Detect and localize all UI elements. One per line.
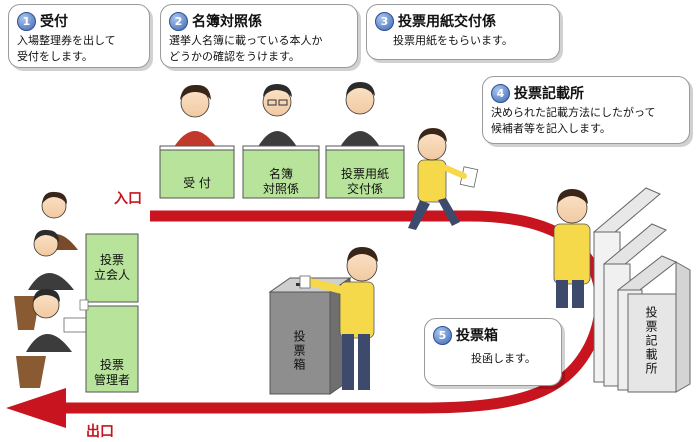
step-4-bubble: 4 投票記載所 決められた記載方法にしたがって 候補者等を記入します。 bbox=[482, 76, 690, 144]
reception-desk bbox=[159, 145, 235, 199]
flow-arrowhead-icon bbox=[6, 388, 66, 428]
voting-booths bbox=[593, 187, 691, 393]
receptionist-staff bbox=[172, 84, 218, 150]
step-description: 投票用紙をもらいます。 bbox=[393, 34, 513, 47]
roll-checker-staff bbox=[255, 84, 300, 152]
writing-voter bbox=[553, 189, 591, 308]
witness-desk bbox=[85, 233, 139, 303]
step-2-bubble: 2 名簿対照係 選挙人名簿に載っている本人か どうかの確認をうけます。 bbox=[160, 4, 358, 68]
step-description: 決められた記載方法にしたがって 候補者等を記入します。 bbox=[491, 106, 656, 135]
witness-desk-label: 投票 立会人 bbox=[93, 253, 130, 282]
step-5-bubble: 5 投票箱 投函します。 bbox=[424, 318, 562, 386]
step-description: 選挙人名簿に載っている本人か どうかの確認をうけます。 bbox=[169, 34, 323, 63]
step-number-icon: 4 bbox=[491, 83, 510, 103]
ballot-box bbox=[268, 277, 352, 395]
ballot-issuer-staff bbox=[337, 82, 383, 152]
step-title: 名簿対照係 bbox=[192, 14, 262, 30]
walking-voter bbox=[408, 128, 479, 230]
step-description: 入場整理券を出して 受付をします。 bbox=[17, 34, 116, 63]
roll-check-desk bbox=[242, 145, 320, 199]
step-description: 投函します。 bbox=[471, 352, 536, 365]
witness-staff bbox=[14, 191, 78, 330]
step-number-icon: 1 bbox=[17, 11, 36, 31]
roll-check-desk-label: 名簿 対照係 bbox=[262, 167, 299, 196]
step-number-icon: 5 bbox=[433, 325, 452, 345]
exit-label: 出口 bbox=[86, 424, 114, 440]
step-title: 投票記載所 bbox=[514, 86, 584, 102]
reception-desk-label: 受 付 bbox=[183, 176, 211, 190]
flow-arrow bbox=[60, 210, 606, 414]
step-number-icon: 3 bbox=[375, 11, 394, 31]
step-title: 受付 bbox=[40, 14, 68, 30]
ballot-issue-desk bbox=[325, 145, 405, 199]
ballot-box-label: 投票箱 bbox=[292, 330, 306, 372]
manager-desk-label: 投票 管理者 bbox=[93, 358, 130, 387]
manager-desk bbox=[79, 299, 139, 393]
step-3-bubble: 3 投票用紙交付係 投票用紙をもらいます。 bbox=[366, 4, 560, 60]
step-title: 投票箱 bbox=[456, 328, 498, 344]
ballot-issue-desk-label: 投票用紙 交付係 bbox=[340, 167, 389, 196]
manager-staff bbox=[16, 288, 87, 388]
voting-voter bbox=[299, 247, 378, 390]
entrance-label: 入口 bbox=[114, 191, 142, 207]
voting-booth-label: 投票記載所 bbox=[644, 306, 658, 376]
step-title: 投票用紙交付係 bbox=[398, 14, 496, 30]
step-1-bubble: 1 受付 入場整理券を出して 受付をします。 bbox=[8, 4, 150, 68]
step-number-icon: 2 bbox=[169, 11, 188, 31]
